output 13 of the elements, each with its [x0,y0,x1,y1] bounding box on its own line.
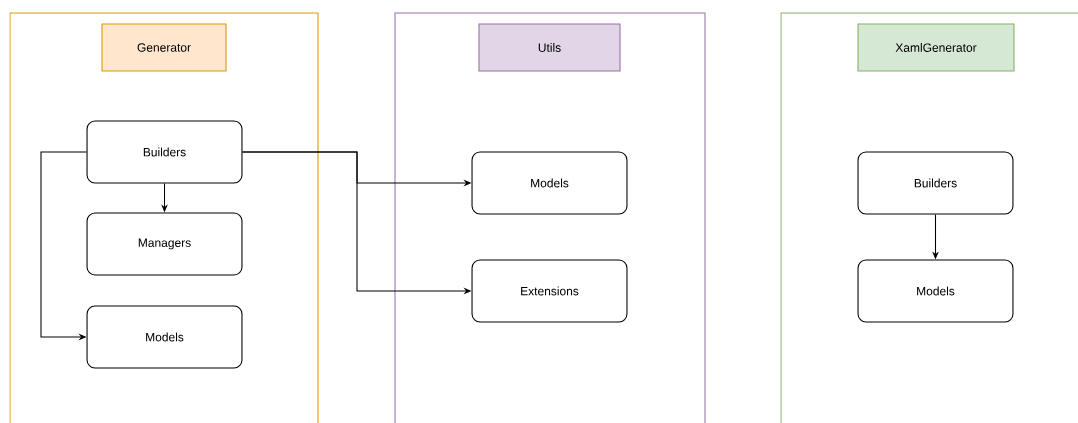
heading-box: XamlGenerator [857,23,1015,72]
module-box: Models [86,305,243,369]
module-box: Extensions [471,259,628,323]
panel-frame [394,12,706,423]
module-box: Builders [86,120,243,184]
heading-box: Generator [101,23,227,72]
module-box: Models [857,259,1014,323]
module-box: Builders [857,151,1014,215]
module-box: Models [471,151,628,215]
panel-frame [780,12,1078,423]
module-box: Managers [86,212,243,276]
heading-box: Utils [478,23,621,72]
panel-frame [9,12,319,423]
